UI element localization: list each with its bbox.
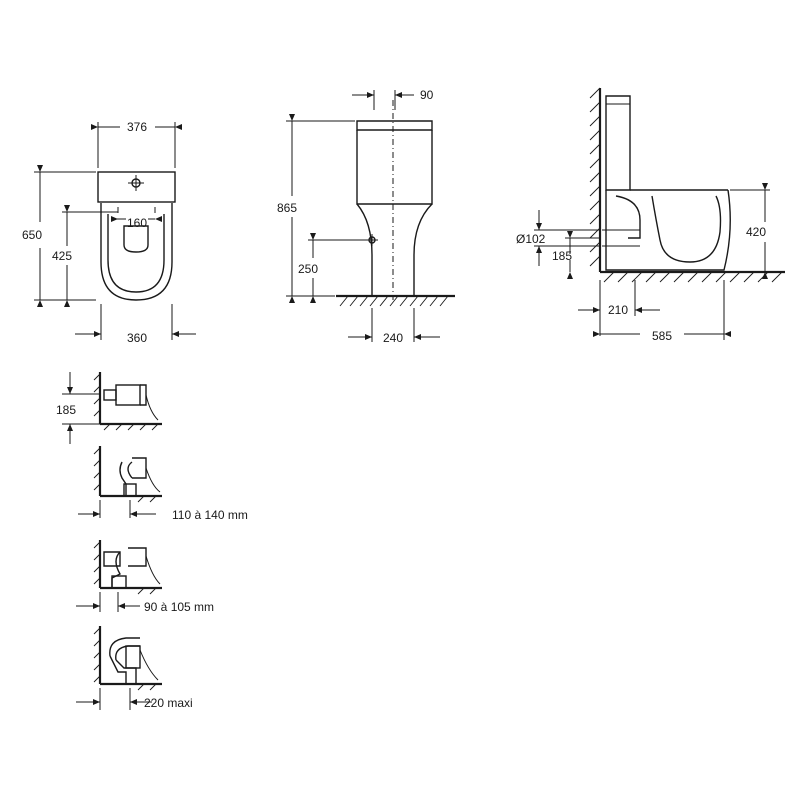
dim-conn-wall-range: 90 à 105 mm — [144, 600, 214, 614]
dim-front-width-bottom: 360 — [127, 331, 147, 345]
connection-vertical-wall: 90 à 105 mm — [76, 540, 214, 614]
cistern-section — [605, 95, 631, 191]
dim-conn-angled-max: 220 maxi — [144, 696, 193, 710]
dim-side-offset: 90 — [420, 88, 434, 102]
dim-conn-horizontal-height: 185 — [56, 403, 76, 417]
dim-front-fixing-spacing: 160 — [127, 216, 147, 230]
cistern-side — [356, 130, 433, 205]
dim-side-height-total: 865 — [277, 201, 297, 215]
dim-section-depth-total: 585 — [652, 329, 672, 343]
bowl-section — [605, 189, 731, 271]
dim-section-outlet-height: 185 — [552, 249, 572, 263]
dim-section-wall-distance: 210 — [608, 303, 628, 317]
connection-horizontal: 185 — [56, 372, 162, 444]
dim-front-height-total: 650 — [22, 228, 42, 242]
connection-vertical-floor: 110 à 140 mm — [78, 446, 248, 522]
bowl-outline — [100, 203, 173, 301]
front-view: 376 650 425 160 360 — [22, 120, 196, 345]
side-view: 90 865 250 240 — [277, 88, 455, 345]
dim-side-base-width: 240 — [383, 331, 403, 345]
dim-side-inlet-height: 250 — [298, 262, 318, 276]
dim-section-outlet-diameter: Ø102 — [516, 232, 546, 246]
dim-conn-floor-range: 110 à 140 mm — [172, 508, 248, 522]
connection-angled: 220 maxi — [76, 626, 193, 710]
section-view: Ø102 185 420 210 585 — [516, 87, 785, 343]
dim-section-rim-height: 420 — [746, 225, 766, 239]
cistern-lid — [356, 120, 433, 131]
cistern-front — [97, 171, 176, 203]
dim-front-width-top: 376 — [127, 120, 147, 134]
dim-front-seat-height: 425 — [52, 249, 72, 263]
